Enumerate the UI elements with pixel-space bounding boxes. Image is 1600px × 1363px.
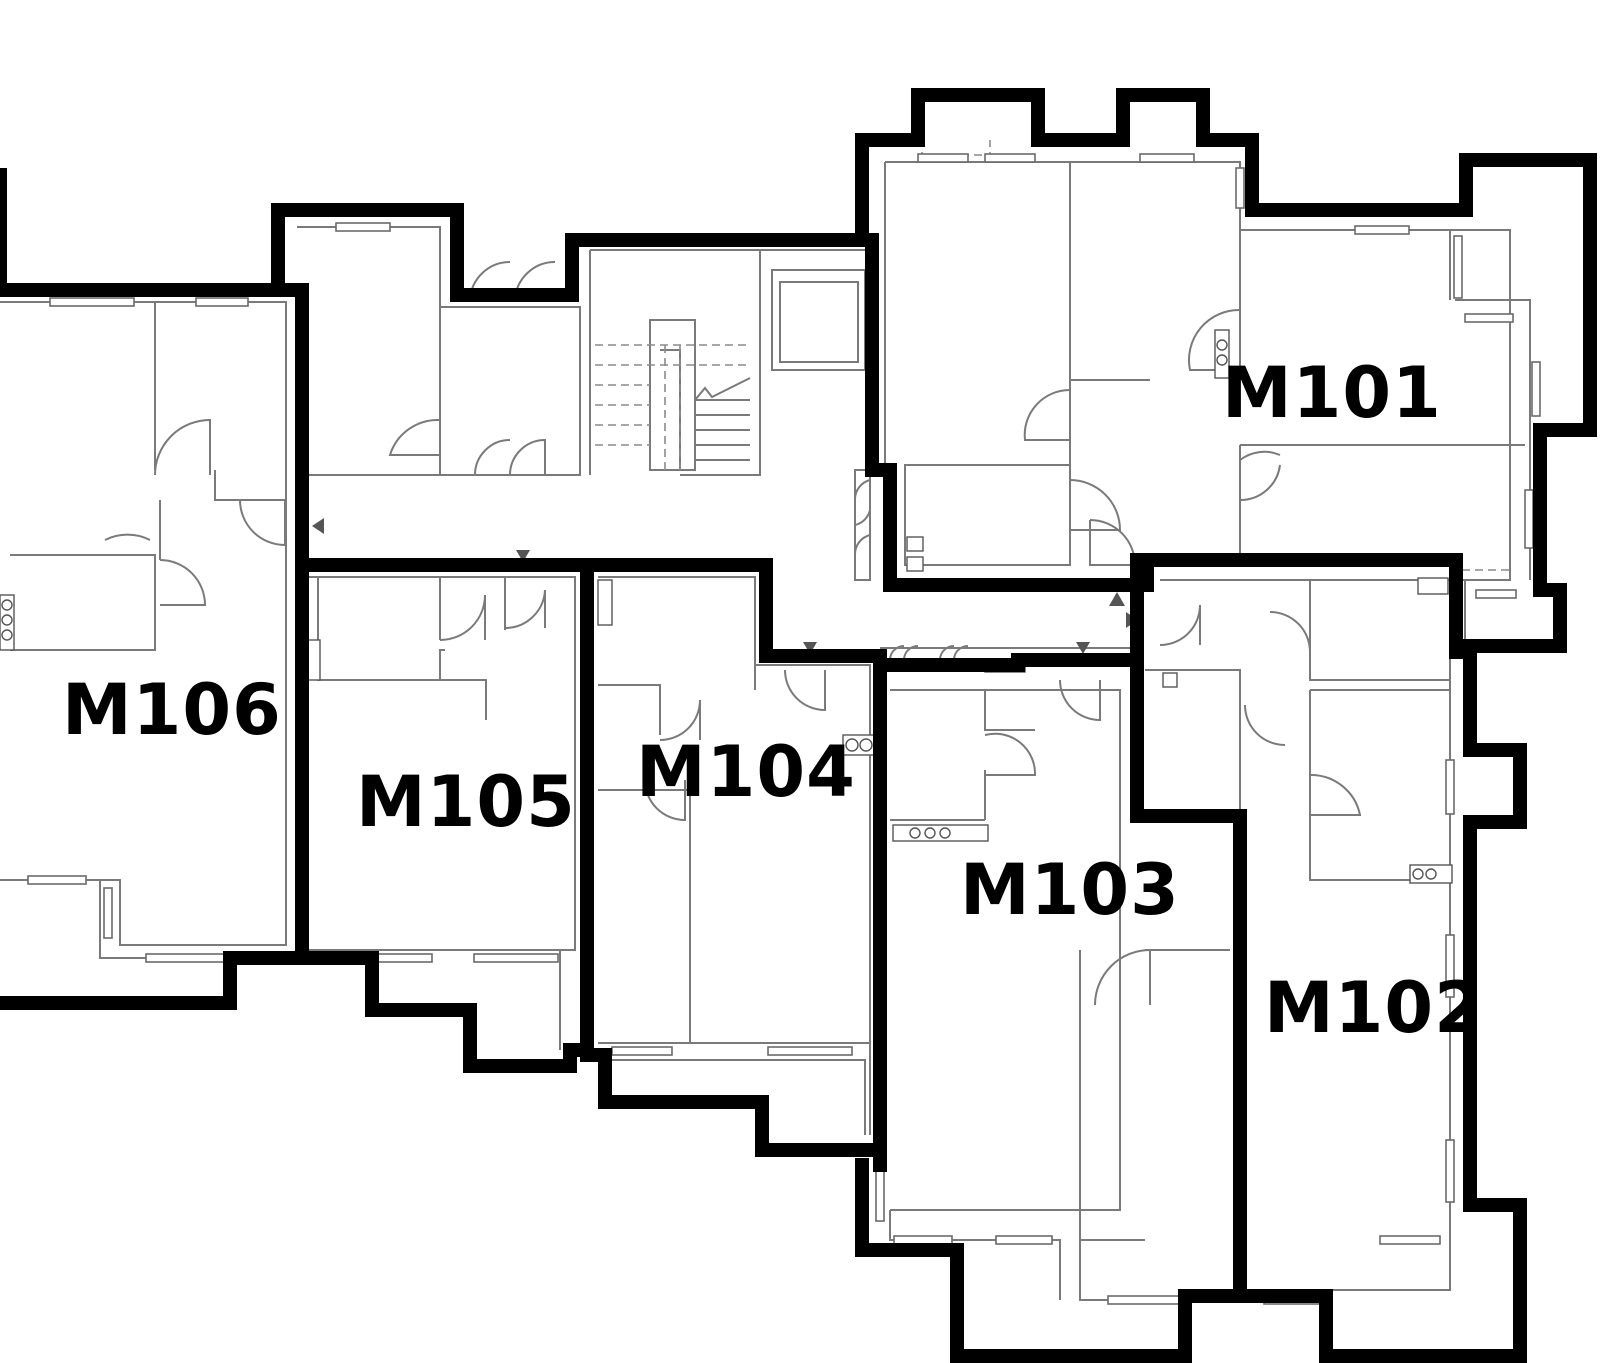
kitchen-fixtures — [0, 329, 1453, 884]
unit-label-m106: M106 — [62, 669, 282, 751]
outline-m104 — [580, 558, 887, 1157]
outline-m101 — [855, 88, 1597, 653]
unit-label-m101: M101 — [1222, 352, 1442, 434]
staircase — [595, 344, 751, 470]
outline-m105 — [295, 558, 594, 1073]
outline-core — [271, 203, 897, 477]
interior-walls — [0, 161, 1531, 1301]
unit-label-m104: M104 — [636, 731, 856, 813]
outline-m106 — [0, 283, 309, 1010]
unit-label-m102: M102 — [1264, 967, 1484, 1049]
outline-m103 — [855, 653, 1247, 1363]
unit-label-m103: M103 — [960, 849, 1180, 931]
unit-outlines — [0, 88, 1597, 1363]
unit-label-m105: M105 — [356, 761, 576, 843]
unit-labels: M101 M102 M103 M104 M105 M106 — [62, 352, 1484, 1049]
